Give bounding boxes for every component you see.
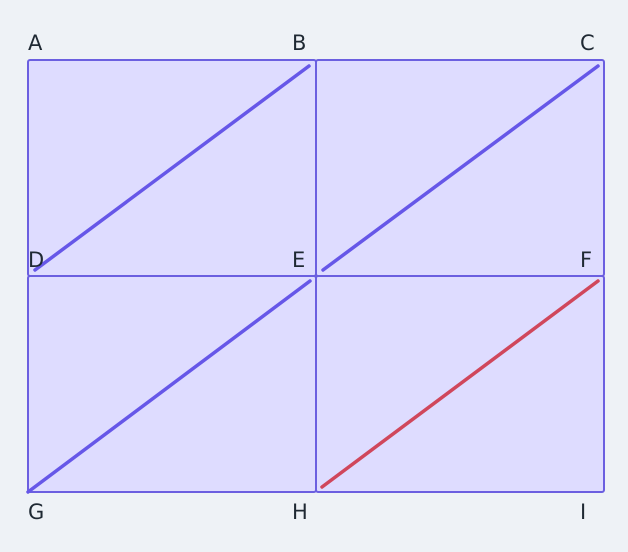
point-label-f: F: [580, 248, 592, 272]
point-label-e: E: [292, 248, 305, 272]
point-label-c: C: [580, 31, 595, 55]
diagonal-GE: [26, 279, 312, 494]
point-label-b: B: [292, 31, 306, 55]
point-label-g: G: [28, 500, 44, 524]
diagonal-HF: [320, 279, 600, 489]
point-label-h: H: [292, 500, 308, 524]
diagonal-DB: [33, 64, 311, 272]
point-label-i: I: [580, 500, 586, 524]
diagonal-EC: [321, 64, 600, 272]
point-label-d: D: [28, 248, 44, 272]
point-label-a: A: [28, 31, 43, 55]
